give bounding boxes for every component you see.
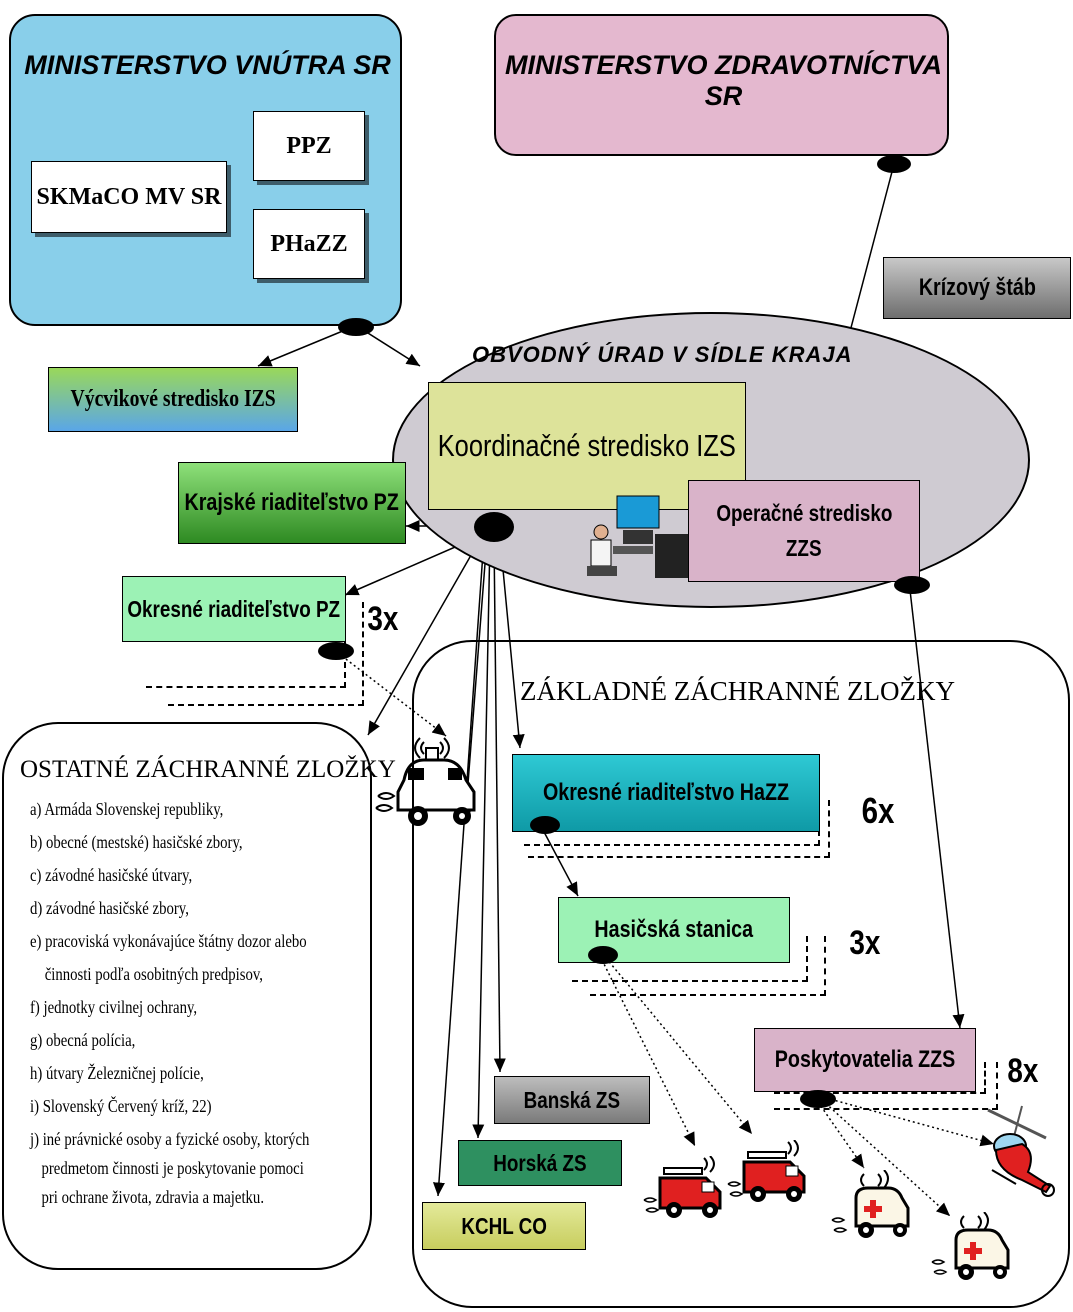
banska-zs-box: Banská ZS xyxy=(494,1076,650,1124)
computer-operator-icon xyxy=(587,495,689,578)
police-car-icon xyxy=(375,737,476,826)
health-ministry-title: MINISTERSTVO ZDRAVOTNÍCTVA SR xyxy=(505,50,942,111)
ems-providers-count: 8x xyxy=(1007,1052,1039,1090)
regional-police-box: Krajské riaditeľstvo PZ xyxy=(178,462,406,544)
list-item: a) Armáda Slovenskej republiky, xyxy=(30,799,224,819)
list-item: d) závodné hasičské zbory, xyxy=(30,898,189,918)
fire-station-count: 3x xyxy=(849,924,881,962)
list-item: predmetom činnosti je poskytovanie pomoc… xyxy=(41,1158,304,1178)
basic-units-title: ZÁKLADNÉ ZÁCHRANNÉ ZLOŽKY xyxy=(520,676,955,706)
health-connector-node xyxy=(877,155,911,173)
operations-center-box: Operačné stredisko ZZS xyxy=(688,480,920,582)
kchl-co-box: KCHL CO xyxy=(422,1202,586,1250)
fire-truck-icon xyxy=(643,1156,722,1218)
interior-connector-node xyxy=(338,318,374,336)
list-item: i) Slovenský Červený kríž, 22) xyxy=(30,1096,212,1116)
fire-district-box: Okresné riaditeľstvo HaZZ xyxy=(512,754,820,832)
interior-ministry-box: MINISTERSTVO VNÚTRA SR SKMaCO MV SR PPZ … xyxy=(9,14,402,326)
ambulance-icon xyxy=(931,1212,1010,1280)
fire-truck-icon xyxy=(727,1140,806,1202)
district-police-node xyxy=(318,642,354,660)
district-police-stack xyxy=(168,602,364,706)
unit-skmaco: SKMaCO MV SR xyxy=(31,161,227,233)
health-ministry-box: MINISTERSTVO ZDRAVOTNÍCTVA SR xyxy=(494,14,949,156)
fire-station-node xyxy=(588,946,618,964)
horska-zs-box: Horská ZS xyxy=(458,1140,622,1186)
coordination-connector-node xyxy=(474,512,514,542)
fire-district-node xyxy=(530,816,560,834)
list-item: činnosti podľa osobitných predpisov, xyxy=(44,964,263,984)
training-center-box: Výcvikové stredisko IZS xyxy=(48,367,298,432)
list-item: b) obecné (mestské) hasičské zbory, xyxy=(30,832,243,852)
district-police-box: Okresné riaditeľstvo PZ xyxy=(122,576,346,642)
list-item: h) útvary Železničnej polície, xyxy=(30,1063,204,1083)
crisis-staff-box: Krízový štáb xyxy=(883,257,1071,319)
ems-providers-node xyxy=(800,1090,836,1108)
list-item: g) obecná polícia, xyxy=(30,1030,136,1050)
other-units-box xyxy=(2,722,372,1270)
list-item: e) pracoviská vykonávajúce štátny dozor … xyxy=(30,931,307,951)
list-item: j) iné právnické osoby a fyzické osoby, … xyxy=(30,1129,310,1149)
ems-providers-box: Poskytovatelia ZZS xyxy=(754,1028,976,1092)
regional-office-title: OBVODNÝ ÚRAD V SÍDLE KRAJA xyxy=(472,342,853,367)
fire-district-count: 6x xyxy=(861,790,895,831)
list-item: pri ochrane života, zdravia a majetku. xyxy=(41,1187,265,1207)
district-police-count: 3x xyxy=(367,600,399,638)
list-item: f) jednotky civilnej ochrany, xyxy=(30,997,198,1017)
arrow-to-training xyxy=(257,327,351,367)
ambulance-icon xyxy=(831,1170,910,1238)
interior-ministry-title: MINISTERSTVO VNÚTRA SR xyxy=(24,50,391,80)
unit-phazz: PHaZZ xyxy=(253,209,365,279)
arrow-to-office xyxy=(359,327,421,367)
unit-ppz: PPZ xyxy=(253,111,365,181)
operations-connector-node xyxy=(894,576,930,594)
other-units-title: OSTATNÉ ZÁCHRANNÉ ZLOŽKY xyxy=(20,756,396,783)
list-item: c) závodné hasičské útvary, xyxy=(30,865,193,885)
helicopter-icon xyxy=(987,1105,1055,1197)
basic-units-box xyxy=(412,640,1070,1308)
other-units-list: a) Armáda Slovenskej republiky, b) obecn… xyxy=(30,796,371,1210)
